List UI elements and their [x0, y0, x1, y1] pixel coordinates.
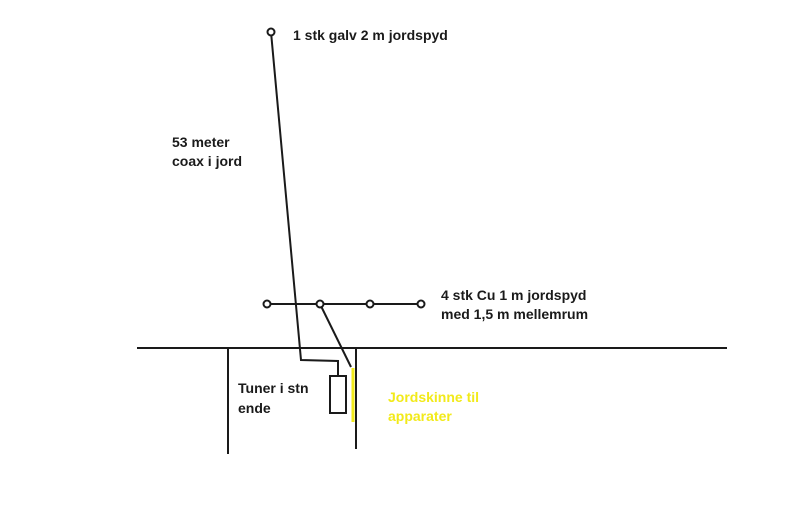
cu-rods-label-line2: med 1,5 m mellemrum — [441, 306, 589, 322]
coax-label-line1: 53 meter — [172, 134, 230, 150]
rail-label-line2: apparater — [388, 408, 452, 424]
rail-label-line1: Jordskinne til — [388, 389, 480, 405]
cu-rod-node-3 — [365, 299, 375, 309]
coax-label-line2: coax i jord — [172, 153, 243, 169]
tuner-label-line1: Tuner i stn — [238, 380, 309, 396]
ground-wire — [319, 303, 352, 368]
top-rod-label: 1 stk galv 2 m jordspyd — [293, 27, 448, 43]
tuner-label-line2: ende — [238, 400, 271, 416]
cu-rod-node-2 — [315, 299, 325, 309]
cu-rod-node-1 — [262, 299, 272, 309]
tuner-box — [329, 375, 347, 414]
cu-rods-label-line1: 4 stk Cu 1 m jordspyd — [441, 287, 587, 303]
coax-cable — [270, 31, 339, 376]
galv-rod-node — [266, 27, 276, 37]
cu-rod-node-4 — [416, 299, 426, 309]
